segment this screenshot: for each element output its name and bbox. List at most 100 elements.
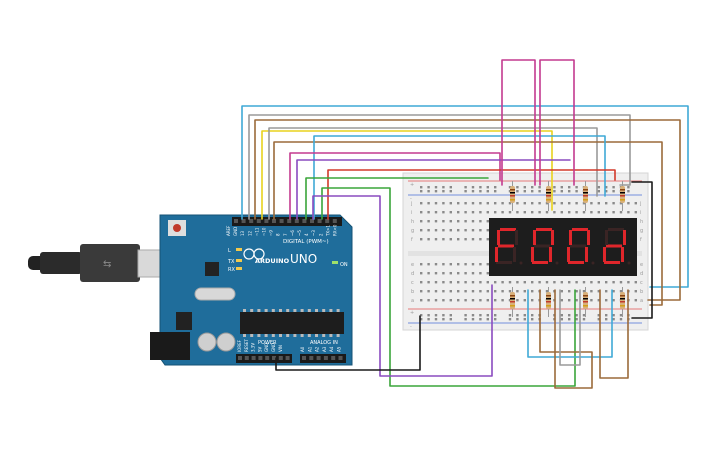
terminal-hole[interactable] bbox=[471, 211, 475, 214]
terminal-hole[interactable] bbox=[531, 299, 534, 302]
resistors[interactable] bbox=[510, 181, 625, 317]
wire-green-top[interactable] bbox=[305, 177, 489, 220]
terminal-hole[interactable] bbox=[427, 202, 430, 205]
rail-hole[interactable] bbox=[605, 314, 608, 317]
terminal-hole[interactable] bbox=[568, 211, 571, 214]
header-pin[interactable] bbox=[234, 219, 238, 223]
terminal-hole[interactable] bbox=[605, 211, 608, 214]
rail-hole[interactable] bbox=[508, 318, 512, 321]
resistor-4[interactable] bbox=[620, 181, 625, 211]
resistor-3[interactable] bbox=[583, 181, 588, 211]
terminal-hole[interactable] bbox=[434, 272, 438, 275]
terminal-hole[interactable] bbox=[553, 281, 556, 284]
rail-hole[interactable] bbox=[612, 314, 615, 317]
terminal-hole[interactable] bbox=[605, 299, 608, 302]
terminal-hole[interactable] bbox=[516, 290, 519, 293]
terminal-hole[interactable] bbox=[494, 281, 497, 284]
terminal-hole[interactable] bbox=[464, 211, 467, 214]
terminal-hole[interactable] bbox=[464, 263, 467, 266]
terminal-hole[interactable] bbox=[508, 281, 512, 284]
analog-header[interactable] bbox=[300, 354, 346, 363]
terminal-hole[interactable] bbox=[420, 263, 423, 266]
terminal-hole[interactable] bbox=[479, 220, 482, 223]
wire-magenta-low[interactable] bbox=[289, 152, 501, 220]
rail-hole[interactable] bbox=[612, 190, 615, 193]
terminal-hole[interactable] bbox=[619, 290, 623, 293]
terminal-hole[interactable] bbox=[471, 202, 475, 205]
terminal-hole[interactable] bbox=[486, 229, 489, 232]
rail-hole[interactable] bbox=[560, 186, 563, 189]
terminal-hole[interactable] bbox=[560, 281, 563, 284]
terminal-hole[interactable] bbox=[501, 202, 504, 205]
terminal-hole[interactable] bbox=[508, 211, 512, 214]
usb-cable[interactable]: ⇆ bbox=[28, 244, 174, 282]
terminal-hole[interactable] bbox=[575, 202, 578, 205]
terminal-hole[interactable] bbox=[575, 290, 578, 293]
terminal-hole[interactable] bbox=[442, 229, 445, 232]
terminal-hole[interactable] bbox=[434, 220, 438, 223]
terminal-hole[interactable] bbox=[494, 202, 497, 205]
rail-hole[interactable] bbox=[531, 318, 534, 321]
terminal-hole[interactable] bbox=[553, 202, 556, 205]
terminal-hole[interactable] bbox=[479, 229, 482, 232]
rail-hole[interactable] bbox=[575, 186, 578, 189]
header-pin[interactable] bbox=[272, 356, 276, 360]
terminal-hole[interactable] bbox=[442, 202, 445, 205]
header-pin[interactable] bbox=[331, 356, 336, 360]
header-pin[interactable] bbox=[251, 356, 256, 360]
terminal-hole[interactable] bbox=[508, 290, 512, 293]
rail-hole[interactable] bbox=[523, 314, 526, 317]
terminal-hole[interactable] bbox=[545, 211, 549, 214]
header-pin[interactable] bbox=[249, 219, 254, 223]
terminal-hole[interactable] bbox=[442, 281, 445, 284]
wire-gray-bottom[interactable] bbox=[559, 289, 581, 366]
wire-black-rail[interactable] bbox=[631, 181, 653, 319]
rail-hole[interactable] bbox=[597, 314, 600, 317]
rail-hole[interactable] bbox=[434, 314, 438, 317]
rail-hole[interactable] bbox=[449, 318, 452, 321]
terminal-hole[interactable] bbox=[427, 299, 430, 302]
terminal-hole[interactable] bbox=[442, 211, 445, 214]
terminal-hole[interactable] bbox=[434, 263, 438, 266]
terminal-hole[interactable] bbox=[464, 238, 467, 241]
rail-hole[interactable] bbox=[560, 318, 563, 321]
terminal-hole[interactable] bbox=[627, 202, 630, 205]
header-pin[interactable] bbox=[316, 356, 321, 360]
header-pin[interactable] bbox=[241, 219, 246, 223]
rail-hole[interactable] bbox=[464, 186, 467, 189]
rail-hole[interactable] bbox=[471, 186, 475, 189]
terminal-hole[interactable] bbox=[449, 202, 452, 205]
terminal-hole[interactable] bbox=[420, 211, 423, 214]
terminal-hole[interactable] bbox=[568, 281, 571, 284]
terminal-hole[interactable] bbox=[464, 299, 467, 302]
rail-hole[interactable] bbox=[427, 314, 430, 317]
terminal-hole[interactable] bbox=[516, 299, 519, 302]
rail-hole[interactable] bbox=[449, 186, 452, 189]
terminal-hole[interactable] bbox=[442, 220, 445, 223]
rail-hole[interactable] bbox=[531, 186, 534, 189]
terminal-hole[interactable] bbox=[634, 290, 637, 293]
terminal-hole[interactable] bbox=[523, 202, 526, 205]
header-pin[interactable] bbox=[272, 219, 276, 223]
wire-brown-bottom-2[interactable] bbox=[599, 289, 629, 379]
terminal-hole[interactable] bbox=[501, 290, 504, 293]
terminal-hole[interactable] bbox=[486, 299, 489, 302]
terminal-hole[interactable] bbox=[427, 211, 430, 214]
terminal-hole[interactable] bbox=[486, 202, 489, 205]
terminal-hole[interactable] bbox=[486, 281, 489, 284]
terminal-hole[interactable] bbox=[464, 290, 467, 293]
wire-brown-bottom-1[interactable] bbox=[539, 289, 593, 389]
terminal-hole[interactable] bbox=[508, 202, 512, 205]
terminal-hole[interactable] bbox=[560, 211, 563, 214]
header-pin[interactable] bbox=[325, 219, 330, 223]
terminal-hole[interactable] bbox=[538, 211, 541, 214]
terminal-hole[interactable] bbox=[434, 211, 438, 214]
rail-hole[interactable] bbox=[486, 186, 489, 189]
wire-purple-bottom[interactable] bbox=[312, 195, 493, 377]
header-pin[interactable] bbox=[258, 356, 263, 360]
terminal-hole[interactable] bbox=[486, 272, 489, 275]
terminal-hole[interactable] bbox=[457, 281, 460, 284]
rail-hole[interactable] bbox=[471, 190, 475, 193]
terminal-hole[interactable] bbox=[612, 202, 615, 205]
terminal-hole[interactable] bbox=[471, 220, 475, 223]
